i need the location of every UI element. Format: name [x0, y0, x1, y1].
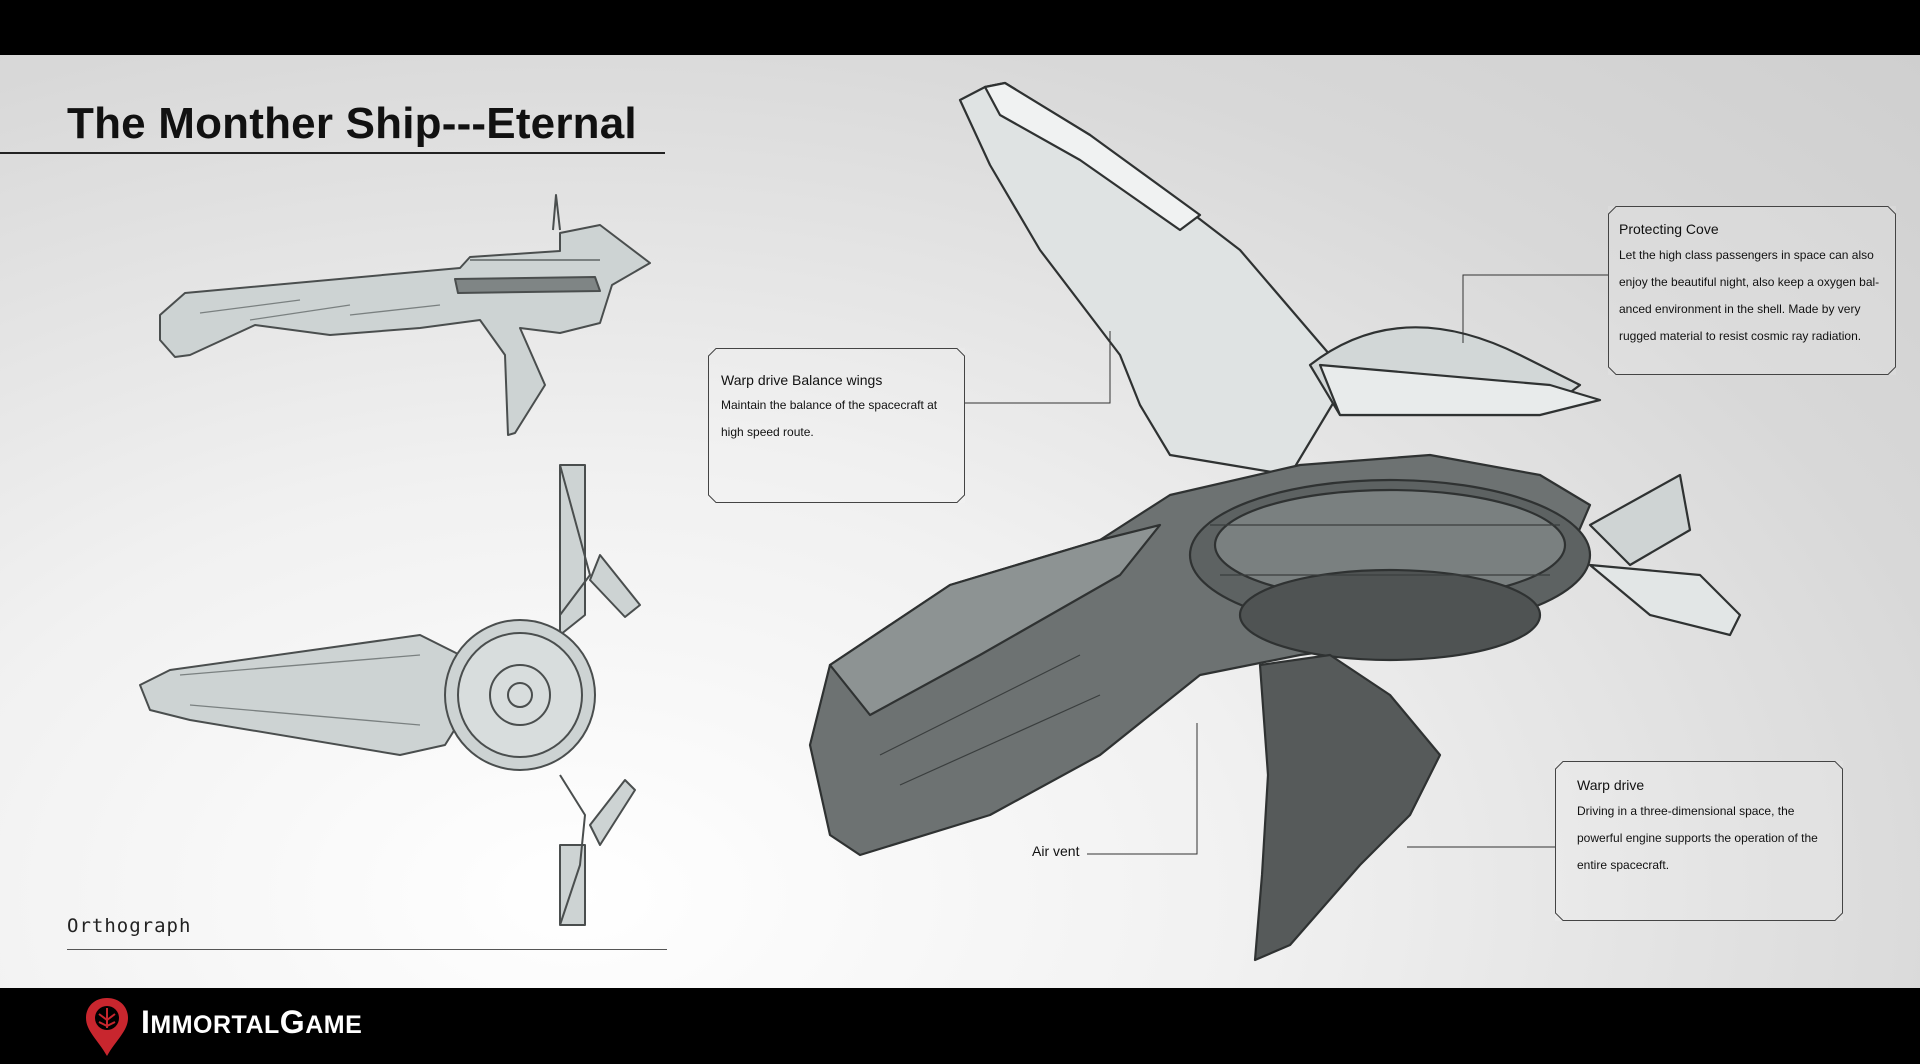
callout-line: powerful engine supports the operation o…	[1577, 831, 1818, 845]
callout-frame	[1608, 206, 1896, 375]
top-letterbox-bar	[0, 0, 1920, 55]
orthograph-label: Orthograph	[67, 915, 192, 937]
title-underline	[0, 152, 665, 154]
callout-line: entire spacecraft.	[1577, 858, 1670, 872]
ship-top-view	[139, 464, 641, 926]
callout-title: Protecting Cove	[1619, 221, 1719, 237]
callout-frame	[1555, 761, 1843, 921]
callout-line: enjoy the beautiful night, also keep a o…	[1619, 275, 1880, 289]
callout-title: Warp drive Balance wings	[721, 372, 883, 388]
callout-line: Driving in a three-dimensional space, th…	[1577, 804, 1795, 818]
callout-balance-wings: Warp drive Balance wings Maintain the ba…	[708, 348, 965, 503]
callout-warp-drive: Warp drive Driving in a three-dimensiona…	[1555, 761, 1843, 921]
ship-side-view	[159, 194, 651, 436]
brand-mmortal: MMORTAL	[150, 1011, 280, 1039]
air-vent-label: Air vent	[1032, 843, 1080, 859]
ship-hero-view	[808, 81, 1742, 962]
orthograph-underline	[67, 949, 667, 950]
artboard: The Monther Ship---Eternal	[0, 55, 1920, 988]
callout-frame	[708, 348, 965, 503]
callout-title: Warp drive	[1577, 777, 1645, 793]
brand-letter-i: I	[141, 1004, 151, 1040]
brand-wordmark: IMMORTALGAME	[141, 1004, 362, 1041]
callout-line: high speed route.	[721, 425, 814, 439]
callout-line: anced environment in the shell. Made by …	[1619, 302, 1861, 316]
brand-letter-g: G	[279, 1004, 306, 1040]
ship-drawings	[139, 81, 1742, 962]
callout-protecting-cove: Protecting Cove Let the high class passe…	[1608, 206, 1896, 375]
callout-line: rugged material to resist cosmic ray rad…	[1619, 329, 1862, 343]
bottom-brand-bar	[0, 988, 1920, 1064]
leader-lines	[965, 274, 1608, 855]
callout-line: Let the high class passengers in space c…	[1619, 248, 1874, 262]
brand-ame: AME	[305, 1011, 363, 1039]
callout-line: Maintain the balance of the spacecraft a…	[721, 398, 938, 412]
page-title: The Monther Ship---Eternal	[67, 99, 637, 148]
immortal-game-logo-icon	[86, 998, 128, 1056]
